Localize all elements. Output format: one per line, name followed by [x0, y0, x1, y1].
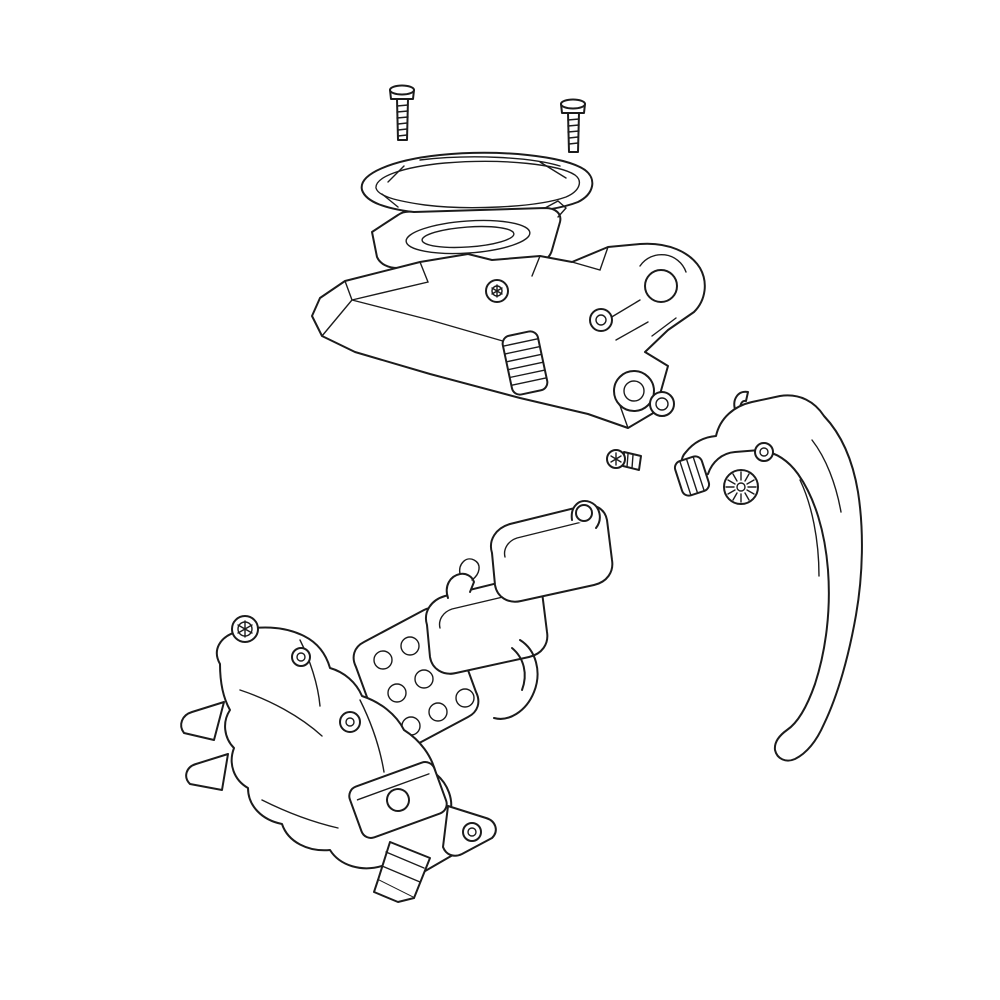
- brake-pad-outer: [490, 500, 614, 603]
- contact-adjust-barrel: [501, 330, 549, 396]
- handlebar-clamp-hole: [644, 269, 678, 303]
- master-cylinder-body: [311, 242, 706, 429]
- brake-caliper-body: [180, 615, 497, 903]
- reservoir-bladder-plate: [371, 200, 567, 269]
- pad-spring-clip: [493, 639, 539, 720]
- reservoir-cover-cap: [360, 151, 594, 217]
- lever-pivot-screw: [606, 449, 642, 471]
- reach-adjust-knob: [673, 455, 711, 497]
- adjuster-dial-icon: [723, 469, 759, 505]
- brake-lever-blade: [673, 390, 863, 762]
- reservoir-cover-bolt-left: [389, 84, 415, 141]
- reservoir-cover-bolt-right: [560, 98, 586, 153]
- caliper-torx-bolt-icon: [231, 615, 259, 643]
- bleed-screw-icon: [485, 279, 509, 303]
- caliper-pad-window: [348, 761, 448, 839]
